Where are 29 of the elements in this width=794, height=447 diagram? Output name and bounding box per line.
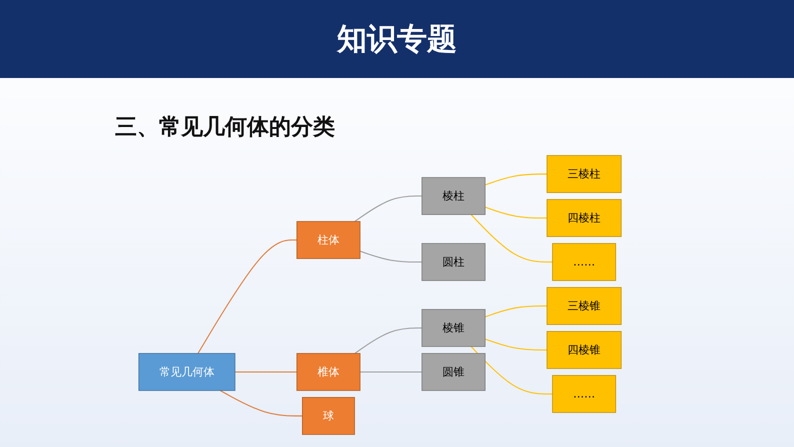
connector [360, 250, 422, 263]
connector [360, 371, 422, 372]
node-box: 椎体 [296, 353, 360, 391]
node-box: …… [552, 243, 616, 281]
connector [354, 196, 422, 222]
connector [235, 371, 297, 372]
connector [484, 206, 547, 219]
node-box: 柱体 [296, 221, 360, 259]
section-heading: 三、常见几何体的分类 [115, 114, 335, 142]
connector [220, 390, 302, 416]
node-box: 棱锥 [422, 309, 486, 347]
connector [198, 240, 297, 354]
node-box: 四棱锥 [546, 331, 622, 369]
node-box: …… [552, 375, 616, 413]
connector [470, 214, 552, 263]
node-box: 圆柱 [422, 243, 486, 281]
connector [470, 346, 552, 394]
node-box: 球 [302, 397, 355, 435]
node-box: 棱柱 [422, 177, 486, 215]
connector [354, 327, 422, 354]
node-box: 圆锥 [422, 353, 486, 391]
node-box: 三棱柱 [546, 155, 622, 193]
node-box: 四棱柱 [546, 199, 622, 237]
connector [484, 338, 547, 350]
header-title: 知识专题 [337, 20, 457, 58]
connector [484, 305, 547, 318]
node-box: 常见几何体 [138, 353, 236, 391]
connector [484, 174, 547, 186]
node-box: 三棱锥 [546, 287, 622, 325]
